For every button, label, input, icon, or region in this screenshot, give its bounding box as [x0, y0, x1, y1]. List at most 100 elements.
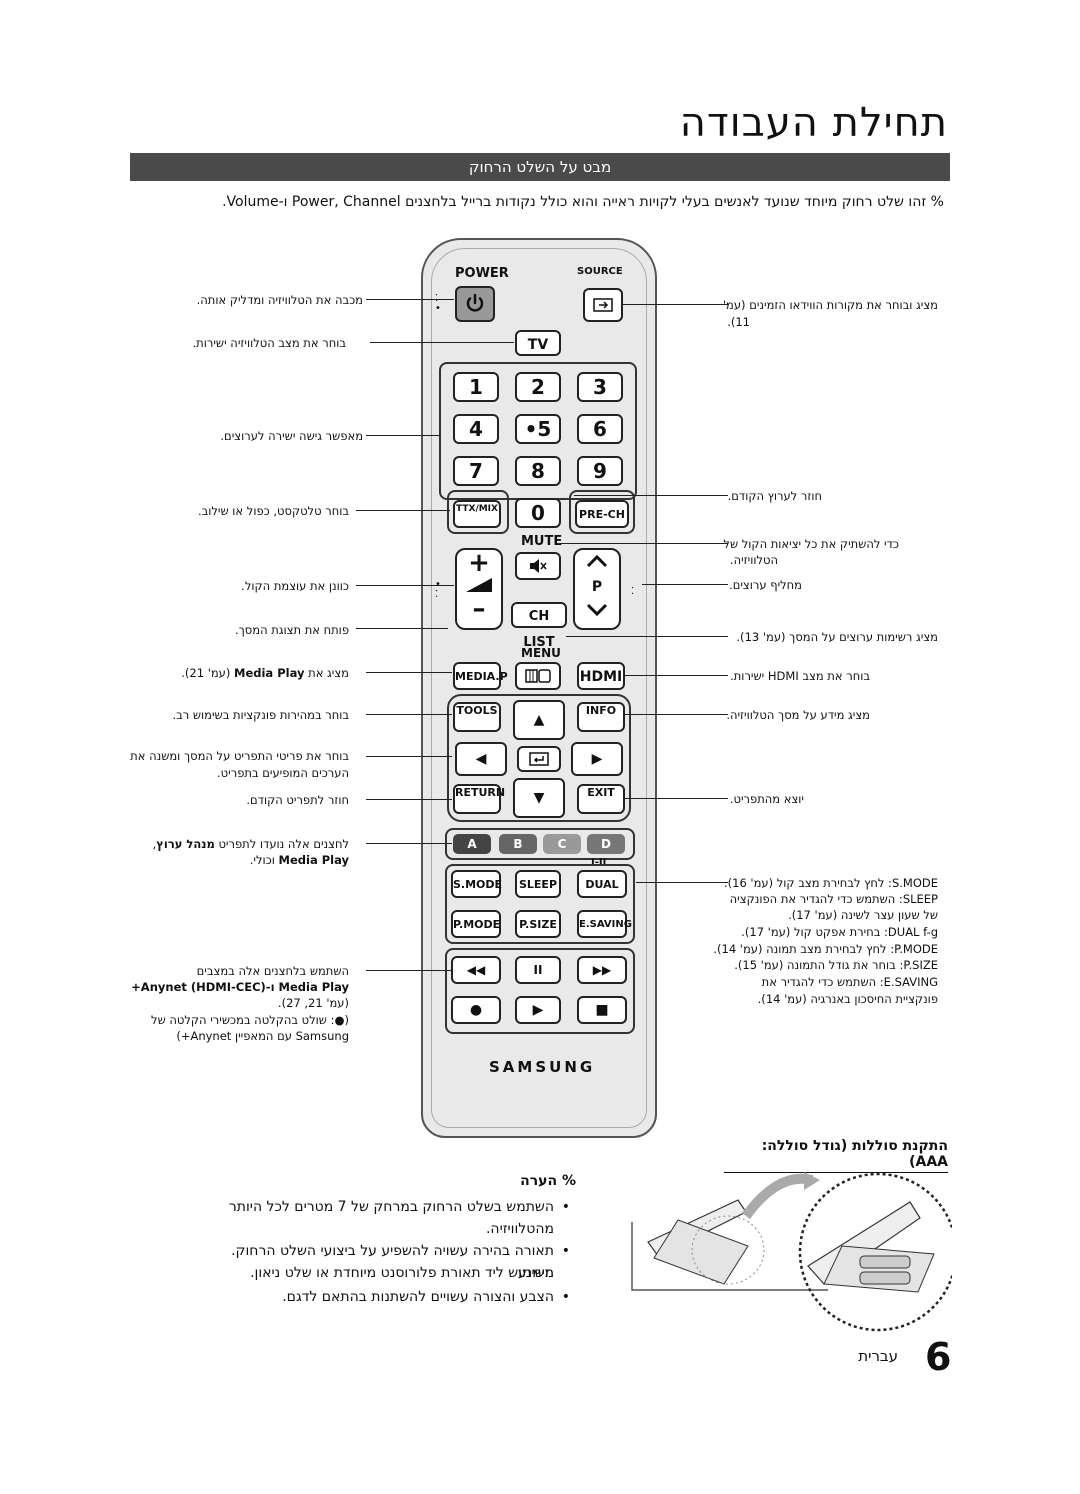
nav-down-button[interactable]: ▼ [513, 778, 565, 818]
label-return: חוזר לתפריט הקודם. [246, 793, 349, 807]
label-s-mode: S.MODE: לחץ לבחירת מצב קול (עמ' 16). [723, 876, 938, 890]
leader-source [622, 304, 728, 305]
leader-exit [624, 798, 728, 799]
label-play-3: (עמ' 21, 27). [277, 996, 349, 1010]
fast-forward-button[interactable]: ▶▶ [577, 956, 627, 984]
record-button[interactable]: ● [451, 996, 501, 1024]
leader-mode [636, 882, 728, 883]
channel-p-label: P [591, 579, 603, 595]
menu-icon [525, 669, 551, 683]
leader-power [366, 299, 454, 300]
leader-tools [366, 714, 452, 715]
mute-button[interactable] [515, 552, 561, 580]
num-5-button[interactable]: •5 [515, 414, 561, 444]
power-button[interactable] [455, 286, 495, 322]
mode-group [445, 864, 635, 944]
nav-up-button[interactable]: ▲ [513, 700, 565, 740]
nav-left-button[interactable]: ◀ [455, 742, 507, 776]
power-label: POWER [455, 266, 509, 281]
ch-list-button[interactable]: CH LIST [511, 602, 567, 650]
label-nav-2: הערכים המופיעים בתפריט. [217, 766, 349, 780]
source-label: SOURCE [577, 266, 623, 277]
label-numbers: מאפשר גישה ישירה לערוצים. [220, 429, 363, 443]
media-p-button[interactable]: MEDIA.P [453, 662, 508, 690]
pause-button[interactable]: II [515, 956, 561, 984]
remote-control: POWER SOURCE ⁚• TV 1 2 3 4 •5 6 7 8 9 TT… [421, 238, 657, 1138]
tv-button[interactable]: TV [515, 330, 561, 356]
label-sleep-1: SLEEP: השתמש כדי להגדיר את הפונקציה [729, 892, 938, 906]
leader-menu [356, 628, 448, 629]
label-menu: פותח את תצוגת המסך. [234, 623, 349, 637]
label-e-saving-1: E.SAVING: השתמש כדי להגדיר את [761, 975, 938, 989]
leader-ch-list [566, 636, 728, 637]
brand-logo: SAMSUNG [489, 1058, 596, 1076]
num-7-button[interactable]: 7 [453, 456, 499, 486]
enter-button[interactable] [517, 746, 561, 772]
color-a-button[interactable]: A [453, 834, 491, 854]
hdmi-button[interactable]: HDMI [577, 662, 625, 690]
source-button[interactable] [583, 288, 623, 322]
label-play-4: (●: שולט בהקלטה במכשירי הקלטה של [151, 1013, 349, 1027]
stop-button[interactable]: ■ [577, 996, 627, 1024]
ttx-mix-button[interactable]: TTX/MIX [453, 500, 501, 528]
tools-button[interactable]: TOOLS [453, 702, 501, 732]
leader-numbers [366, 435, 440, 436]
nav-right-button[interactable]: ▶ [571, 742, 623, 776]
source-icon [593, 298, 613, 312]
num-6-button[interactable]: 6 [577, 414, 623, 444]
volume-ramp-icon [466, 578, 492, 592]
color-b-button[interactable]: B [499, 834, 537, 854]
label-hdmi: בוחר את מצב HDMI ישירות. [730, 669, 870, 683]
num-1-button[interactable]: 1 [453, 372, 499, 402]
arrow-down-icon: ▼ [533, 790, 545, 806]
num-9-button[interactable]: 9 [577, 456, 623, 486]
color-d-button[interactable]: D [587, 834, 625, 854]
num-2-button[interactable]: 2 [515, 372, 561, 402]
label-dual: DUAL f-g: בחירת אפקט קול (עמ' 17). [741, 925, 938, 939]
exit-button[interactable]: EXIT [577, 784, 625, 814]
label-channel: מחליף ערוצים. [729, 578, 802, 592]
leader-ttx [356, 510, 450, 511]
braille-dots-volume: •⁚ [435, 580, 441, 600]
label-play-5: Samsung עם המאפיין Anynet+) [176, 1029, 349, 1043]
label-mute-2: הטלוויזיה. [729, 553, 778, 567]
e-saving-button[interactable]: E.SAVING [577, 910, 632, 938]
num-8-button[interactable]: 8 [515, 456, 561, 486]
note-item: •תאורה בהירה עשויה להשפיע על ביצועי השלט… [194, 1240, 570, 1284]
sleep-button[interactable]: SLEEP [515, 870, 561, 898]
label-tv: בוחר את מצב הטלוויזיה ישירות. [192, 336, 346, 350]
play-button[interactable]: ▶ [515, 996, 561, 1024]
pre-ch-button[interactable]: PRE-CH [575, 500, 629, 528]
label-ttx: בוחר טלטקסט, כפול או שילוב. [197, 504, 349, 518]
volume-rocker[interactable]: + – [455, 548, 503, 630]
num-3-button[interactable]: 3 [577, 372, 623, 402]
num-4-button[interactable]: 4 [453, 414, 499, 444]
leader-abcd [366, 843, 452, 844]
page-language: עברית [858, 1347, 898, 1365]
p-mode-button[interactable]: P.MODE [451, 910, 501, 938]
volume-down-icon: – [472, 594, 486, 624]
info-button[interactable]: INFO [577, 702, 625, 732]
bullet-icon: • [561, 1289, 570, 1305]
s-mode-button[interactable]: S.MODE [451, 870, 502, 898]
label-power: מכבה את הטלוויזיה ומדליק אותה. [196, 293, 363, 307]
p-size-button[interactable]: P.SIZE [515, 910, 561, 938]
label-play-2: Media Play ו-(HDMI-CEC) Anynet+ [131, 980, 349, 994]
rewind-button[interactable]: ◀◀ [451, 956, 501, 984]
nav-pad [447, 694, 631, 822]
leader-nav [366, 756, 452, 757]
label-media-play: מציג את Media Play (עמ' 21). [181, 666, 349, 680]
leader-tv [370, 342, 514, 343]
label-e-saving-2: פונקציית החיסכון באנרגיה (עמ' 14). [757, 992, 938, 1006]
return-button[interactable]: RETURN [453, 784, 505, 814]
num-0-button[interactable]: 0 [515, 498, 561, 528]
braille-dots-power: ⁚• [435, 294, 441, 314]
label-info: מציג מידע על מסך הטלוויזיה. [726, 708, 870, 722]
bullet-icon: • [561, 1199, 570, 1215]
menu-label: MENU [521, 646, 561, 660]
dual-button[interactable]: DUAL [577, 870, 627, 898]
color-c-button[interactable]: C [543, 834, 581, 854]
menu-button[interactable] [515, 662, 561, 690]
label-play-1: השתמש בלחצנים אלה במצבים [196, 964, 349, 978]
channel-rocker[interactable]: P [573, 548, 621, 630]
